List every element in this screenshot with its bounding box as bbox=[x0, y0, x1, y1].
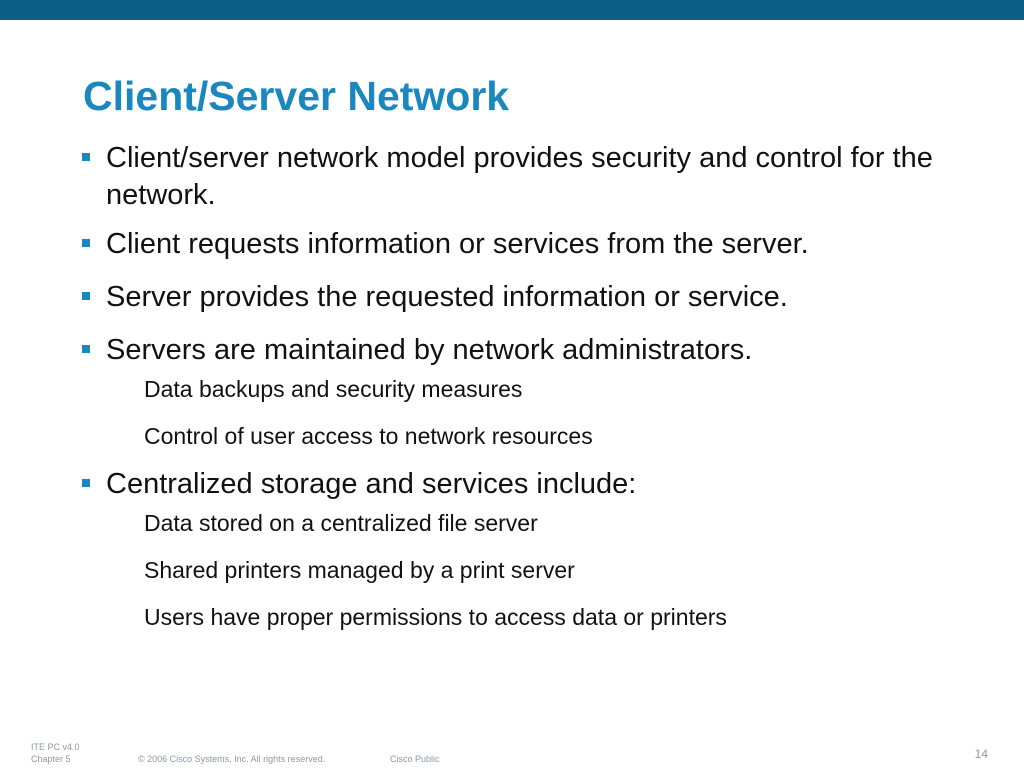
bullet-text: Client requests information or services … bbox=[106, 228, 809, 260]
sub-item: Data stored on a centralized file server bbox=[144, 510, 538, 536]
page-number: 14 bbox=[974, 747, 988, 761]
bullet-text: Centralized storage and services include… bbox=[106, 468, 637, 500]
footer-chapter: Chapter 5 bbox=[31, 754, 71, 764]
bullet-text: Servers are maintained by network admini… bbox=[106, 334, 753, 366]
footer-classification: Cisco Public bbox=[390, 754, 440, 764]
bullet-item: Client/server network model provides sec… bbox=[0, 140, 1024, 214]
square-bullet-icon bbox=[82, 292, 90, 300]
slide-title: Client/Server Network bbox=[83, 73, 510, 119]
top-banner bbox=[0, 0, 1024, 20]
sub-item: Data backups and security measures bbox=[144, 376, 523, 402]
square-bullet-icon bbox=[82, 345, 90, 353]
footer-course: ITE PC v4.0 bbox=[31, 742, 80, 752]
slide-content: Client/server network model provides sec… bbox=[0, 140, 1024, 631]
bullet-item: Centralized storage and services include… bbox=[0, 466, 1024, 503]
bullet-text: Client/server network model provides sec… bbox=[106, 142, 933, 211]
sub-item: Users have proper permissions to access … bbox=[144, 604, 727, 630]
bullet-item: Server provides the requested informatio… bbox=[0, 279, 1024, 316]
bullet-item: Servers are maintained by network admini… bbox=[0, 332, 1024, 369]
bullet-item: Client requests information or services … bbox=[0, 226, 1024, 263]
square-bullet-icon bbox=[82, 479, 90, 487]
sub-item: Control of user access to network resour… bbox=[144, 423, 593, 449]
square-bullet-icon bbox=[82, 239, 90, 247]
sub-item: Shared printers managed by a print serve… bbox=[144, 557, 575, 583]
footer-copyright: © 2006 Cisco Systems, Inc. All rights re… bbox=[138, 754, 326, 764]
bullet-text: Server provides the requested informatio… bbox=[106, 281, 788, 313]
square-bullet-icon bbox=[82, 153, 90, 161]
